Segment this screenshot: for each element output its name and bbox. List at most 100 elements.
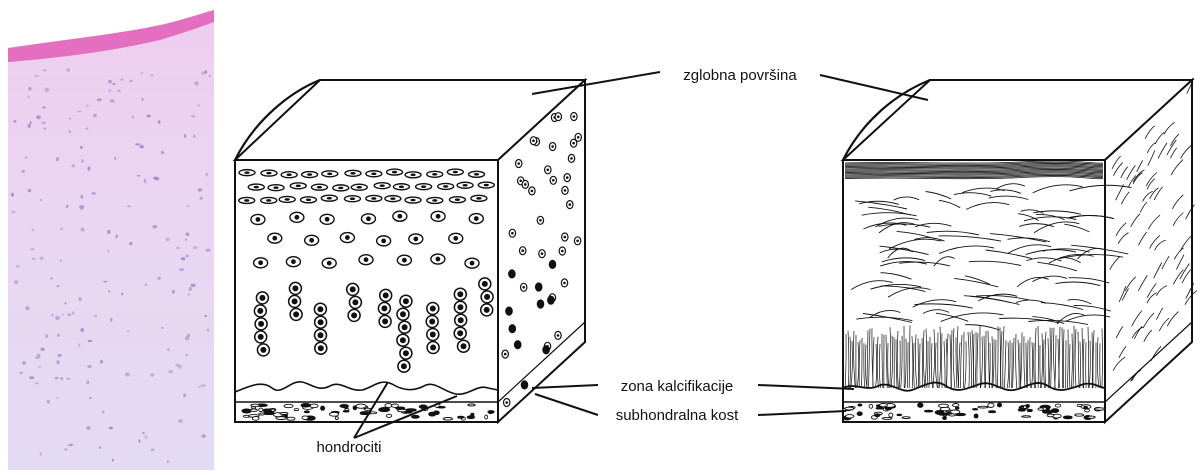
- histology-nucleus: [108, 80, 112, 84]
- histology-nucleus: [97, 98, 102, 101]
- histology-nucleus: [87, 167, 90, 171]
- bone-speck: [340, 404, 349, 407]
- histology-nucleus: [85, 128, 88, 130]
- histology-nucleus: [137, 175, 140, 177]
- cell-nucleus: [292, 298, 298, 304]
- cell-nucleus: [402, 324, 408, 330]
- cell-nucleus: [293, 311, 299, 317]
- histology-nucleus: [201, 434, 206, 438]
- histology-nucleus: [141, 72, 143, 74]
- cell-nucleus: [432, 199, 437, 202]
- cell-nucleus: [453, 236, 458, 241]
- histology-nucleus: [166, 238, 170, 242]
- histology-nucleus: [153, 177, 158, 180]
- cell-nucleus: [476, 197, 481, 200]
- histology-nucleus: [55, 316, 60, 320]
- cell-nucleus: [521, 249, 524, 252]
- histology-nucleus: [145, 435, 148, 439]
- bone-speck: [939, 414, 949, 416]
- cell-nucleus: [421, 185, 426, 188]
- cell-nucleus: [511, 232, 514, 235]
- histology-nucleus: [21, 170, 25, 173]
- cell-nucleus: [382, 318, 388, 324]
- histology-nucleus: [110, 318, 112, 322]
- histology-nucleus: [179, 268, 184, 271]
- bone-speck: [876, 407, 884, 409]
- cell-nucleus: [413, 237, 418, 242]
- cell-nucleus: [318, 319, 324, 325]
- histology-nucleus: [157, 277, 161, 280]
- histology-nucleus: [135, 143, 140, 145]
- cell-nucleus: [484, 294, 490, 300]
- histology-nucleus: [103, 281, 107, 283]
- cell-nucleus: [266, 172, 271, 175]
- histology-nucleus: [16, 265, 19, 268]
- bone-speck: [353, 406, 357, 410]
- histology-nucleus: [185, 239, 187, 241]
- cell-nucleus: [577, 136, 580, 139]
- cell-nucleus: [325, 217, 330, 222]
- histology-nucleus: [108, 249, 110, 252]
- cell-nucleus: [266, 199, 271, 202]
- cell-nucleus: [401, 363, 407, 369]
- bone-speck: [973, 408, 978, 410]
- bone-speck: [252, 407, 256, 409]
- bone-speck: [978, 406, 988, 408]
- histology-nucleus: [34, 75, 39, 77]
- histology-nucleus: [62, 314, 64, 316]
- bone-speck: [392, 404, 399, 407]
- cell-nucleus: [273, 186, 278, 189]
- cell-nucleus: [306, 198, 311, 201]
- bone-speck: [259, 408, 263, 411]
- histology-nucleus: [151, 74, 154, 76]
- bone-speck: [869, 404, 873, 408]
- histology-nucleus: [161, 327, 163, 329]
- histology-nucleus: [206, 173, 208, 177]
- histology-nucleus: [144, 179, 147, 183]
- histology-nucleus: [102, 411, 104, 414]
- bone-speck: [997, 403, 1001, 407]
- histology-nucleus: [60, 260, 62, 262]
- bone-speck: [467, 416, 474, 419]
- histology-nucleus: [172, 290, 175, 294]
- bone-speck: [434, 411, 440, 415]
- histology-nucleus: [89, 397, 92, 400]
- cell-nucleus: [563, 282, 566, 285]
- bone-speck: [305, 404, 309, 406]
- bone-speck: [1027, 409, 1032, 411]
- histology-nucleus: [56, 397, 59, 399]
- cell-nucleus: [403, 350, 409, 356]
- histology-nucleus: [168, 370, 173, 374]
- histology-nucleus: [150, 449, 154, 452]
- histology-nucleus: [193, 246, 198, 249]
- bone-speck: [287, 417, 295, 420]
- cell-nucleus: [364, 257, 369, 262]
- histology-nucleus: [202, 72, 205, 75]
- label-zglobna-povrsina: zglobna površina: [683, 67, 797, 84]
- cell-nucleus: [392, 171, 397, 174]
- histology-nucleus: [68, 313, 72, 316]
- histology-nucleus: [145, 284, 148, 286]
- bone-speck: [943, 417, 947, 420]
- cell-nucleus: [524, 183, 527, 186]
- bone-speck: [1084, 406, 1088, 408]
- cell-nucleus: [410, 174, 415, 177]
- cell-nucleus: [260, 347, 266, 353]
- histology-nucleus: [32, 258, 35, 260]
- bone-speck: [1075, 414, 1084, 416]
- histology-nucleus: [114, 156, 116, 160]
- leader-subchondral-right: [758, 411, 846, 415]
- histology-nucleus: [129, 242, 132, 245]
- histology-nucleus: [57, 334, 60, 337]
- bone-speck: [412, 415, 420, 418]
- bone-speck: [458, 416, 464, 418]
- histology-nucleus: [45, 334, 48, 338]
- label-hondrociti: hondrociti: [316, 439, 381, 456]
- cell-nucleus: [458, 317, 464, 323]
- cell-nucleus: [432, 173, 437, 176]
- histology-nucleus: [47, 400, 50, 404]
- histology-nucleus: [108, 290, 110, 292]
- histology-nucleus: [117, 90, 120, 92]
- histology-nucleus: [50, 278, 53, 280]
